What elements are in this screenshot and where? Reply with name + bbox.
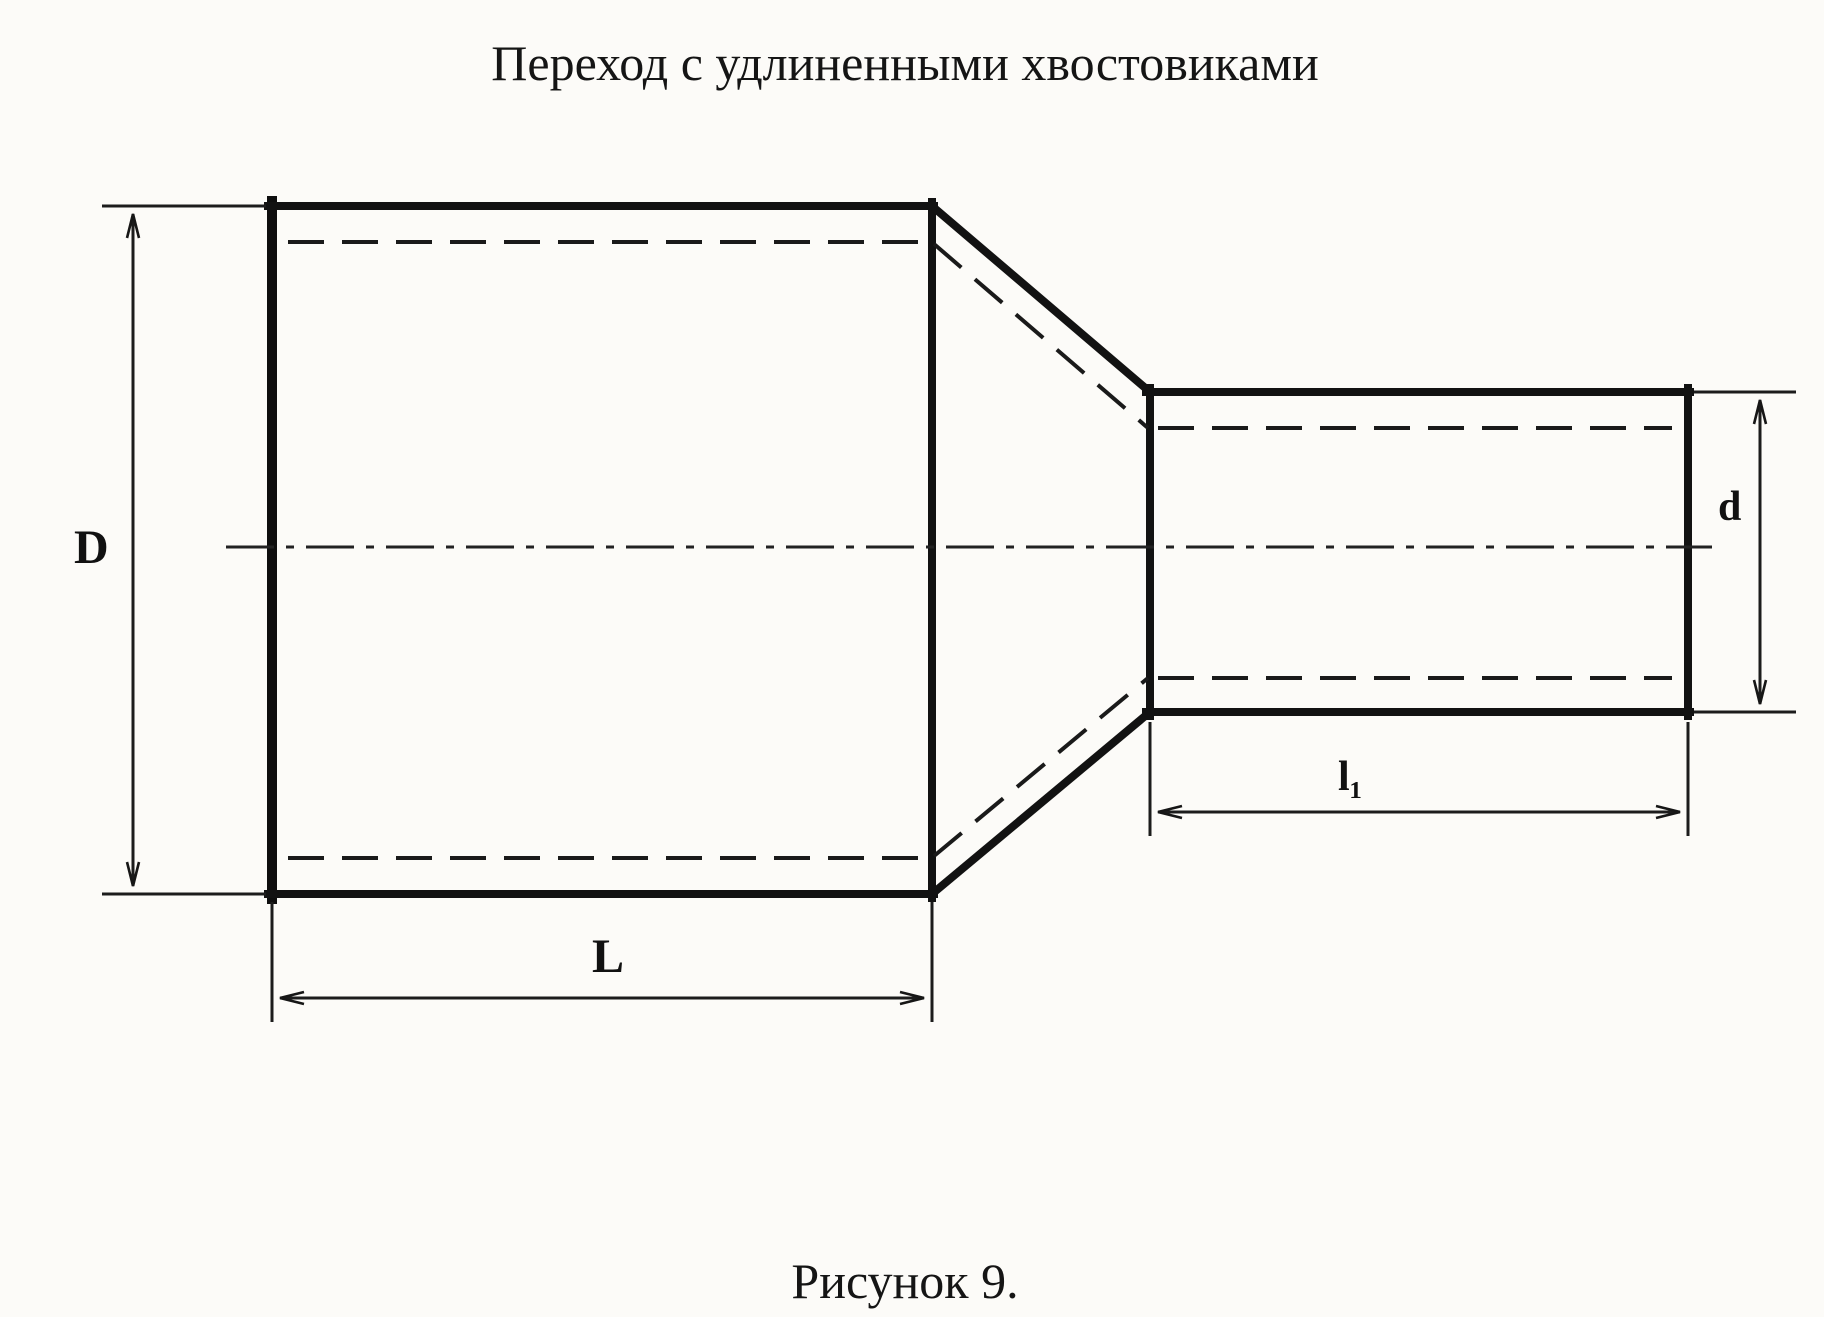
figure-caption: Рисунок 9. bbox=[791, 1253, 1018, 1309]
bore-cone-top bbox=[932, 242, 1150, 430]
cone-transition-outline bbox=[926, 200, 1156, 900]
dimension-l1: l₁ bbox=[1148, 722, 1690, 836]
dimension-D-label: D bbox=[74, 521, 109, 574]
dimension-L: L bbox=[270, 902, 934, 1022]
cone-top-slope bbox=[926, 200, 1156, 398]
dimension-d-label: d bbox=[1718, 484, 1741, 530]
cone-bottom-slope bbox=[926, 706, 1156, 900]
dimension-D: D bbox=[74, 204, 266, 896]
drawing-title: Переход с удлиненными хвостовиками bbox=[491, 35, 1318, 91]
large-pipe-outline bbox=[264, 196, 938, 904]
dimension-L-label: L bbox=[592, 930, 624, 983]
inner-bore-dashed-lines bbox=[288, 240, 1672, 860]
small-pipe-outline bbox=[1142, 384, 1694, 720]
bore-cone-bottom bbox=[932, 676, 1150, 858]
dimension-l1-label: l₁ bbox=[1338, 754, 1362, 800]
dimension-d: d bbox=[1694, 390, 1796, 714]
